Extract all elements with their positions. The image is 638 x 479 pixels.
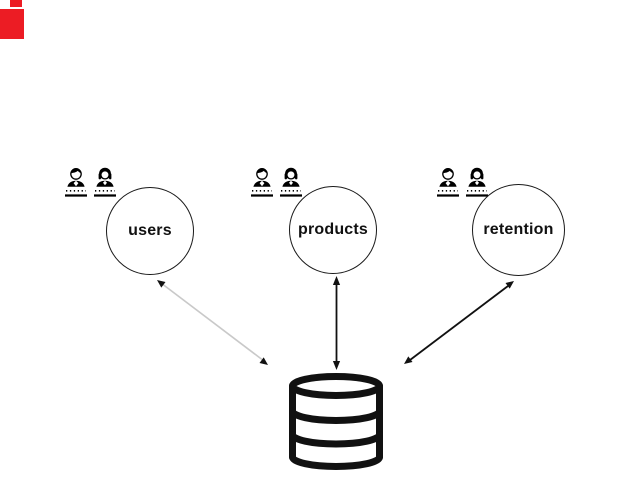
users-team-icons: [64, 165, 117, 202]
arrowhead-up-icon: [505, 281, 514, 289]
node-retention: retention: [472, 184, 565, 276]
man-technologist-icon: [437, 168, 459, 197]
corner-red-mark-small: [10, 0, 22, 7]
arrowhead-up-icon: [332, 276, 341, 285]
arrowhead-up-icon: [157, 280, 166, 288]
node-users: users: [106, 187, 194, 275]
arrowhead-down-icon: [332, 361, 341, 370]
edge-products-database: [332, 276, 341, 370]
man-technologist-icon: [251, 168, 273, 197]
edge-users-database: [157, 280, 268, 365]
woman-technologist-icon: [466, 167, 488, 197]
arrowhead-down-icon: [404, 356, 413, 364]
database-icon: [289, 373, 383, 470]
node-retention-label: retention: [483, 221, 554, 238]
corner-red-mark: [0, 9, 24, 39]
woman-technologist-icon: [280, 167, 302, 197]
node-users-label: users: [128, 222, 172, 239]
woman-technologist-icon: [94, 167, 116, 197]
node-products-label: products: [297, 221, 369, 238]
edge-retention-database: [404, 281, 514, 364]
man-technologist-icon: [65, 168, 87, 197]
node-products: products: [289, 186, 377, 274]
arrowhead-down-icon: [259, 357, 268, 365]
products-team-icons: [250, 165, 303, 202]
retention-team-icons: [436, 165, 489, 202]
